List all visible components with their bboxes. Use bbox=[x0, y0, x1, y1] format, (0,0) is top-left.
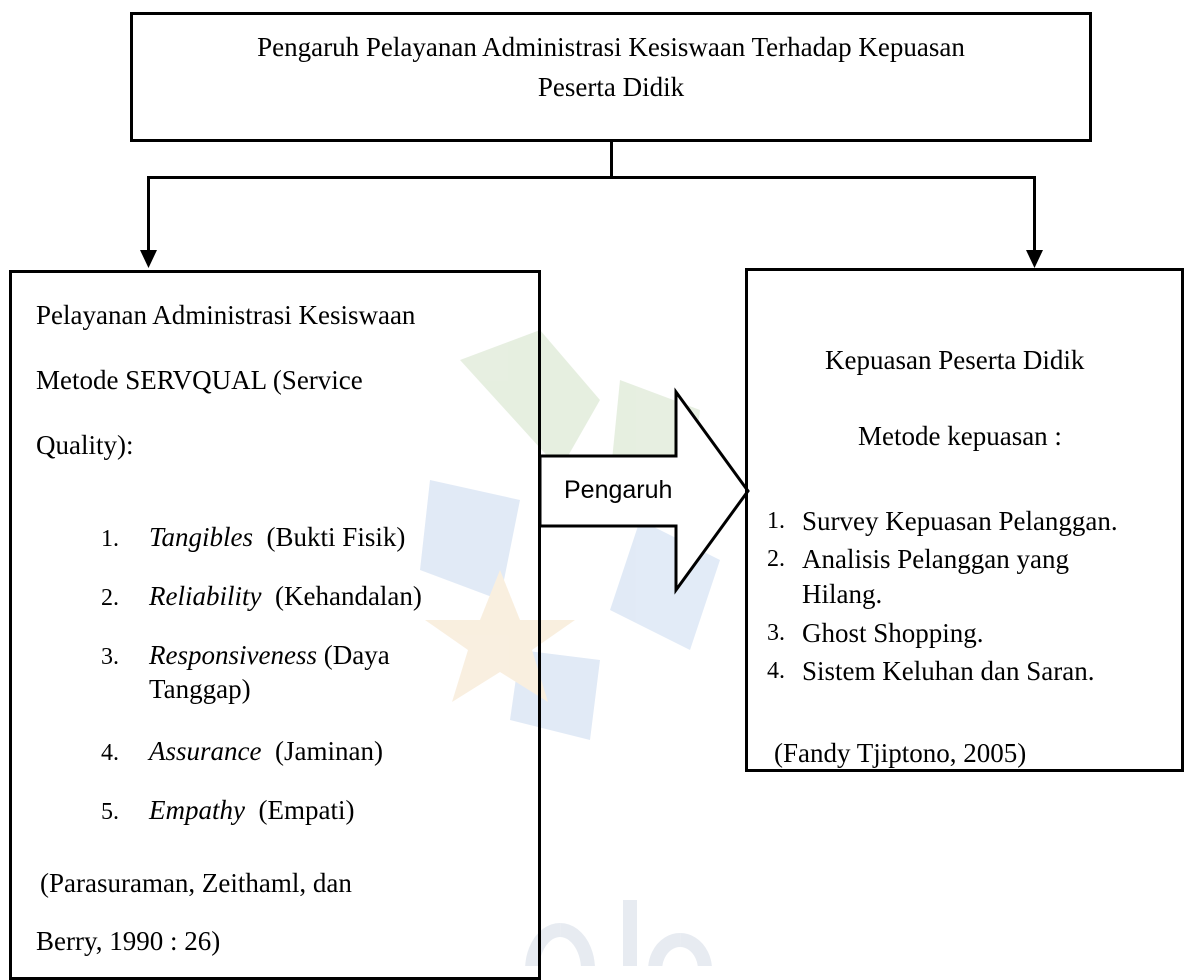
list-item: Assurance (Jaminan) bbox=[149, 736, 383, 767]
list-item: 4. bbox=[101, 736, 119, 768]
list-item: Ghost Shopping. bbox=[802, 618, 984, 648]
list-number: 3. bbox=[101, 644, 119, 670]
list-term: Reliability bbox=[149, 581, 262, 611]
list-number: 2. bbox=[101, 585, 119, 611]
list-number: 2. bbox=[767, 546, 785, 572]
top-title-line1: Pengaruh Pelayanan Administrasi Kesiswaa… bbox=[257, 32, 965, 62]
list-number: 1. bbox=[767, 508, 785, 534]
list-term: Empathy bbox=[149, 795, 245, 825]
list-item: Reliability (Kehandalan) bbox=[149, 581, 422, 612]
left-connector-drop bbox=[147, 176, 150, 254]
list-item: 3. bbox=[101, 640, 119, 672]
top-connector-horizontal bbox=[148, 176, 1036, 179]
right-box-citation: (Fandy Tjiptono, 2005) bbox=[774, 738, 1027, 768]
list-number: 5. bbox=[101, 799, 119, 825]
list-item: Responsiveness (Daya bbox=[149, 640, 390, 671]
list-item: Tangibles (Bukti Fisik) bbox=[149, 522, 405, 553]
list-item: 1. bbox=[101, 522, 119, 554]
right-box-method: Metode kepuasan : bbox=[858, 421, 1062, 451]
list-item-continuation: Hilang. bbox=[802, 579, 883, 609]
list-number: 4. bbox=[767, 658, 785, 684]
list-item-continuation: Tanggap) bbox=[149, 674, 251, 704]
list-number: 1. bbox=[101, 526, 119, 552]
top-title-box bbox=[130, 12, 1092, 142]
right-variable-box bbox=[745, 268, 1184, 772]
list-term: Responsiveness bbox=[149, 640, 317, 670]
left-box-method-line1: Metode SERVQUAL (Service bbox=[36, 365, 363, 395]
list-term: Assurance bbox=[149, 736, 262, 766]
list-item: 2. bbox=[101, 581, 119, 613]
right-connector-drop bbox=[1033, 176, 1036, 254]
list-desc: (Daya bbox=[323, 640, 390, 670]
left-box-citation-line2: Berry, 1990 : 26) bbox=[36, 926, 221, 956]
list-term: Tangibles bbox=[149, 522, 254, 552]
list-desc: (Empati) bbox=[258, 795, 355, 825]
list-desc: (Bukti Fisik) bbox=[266, 522, 406, 552]
left-box-title: Pelayanan Administrasi Kesiswaan bbox=[36, 300, 416, 330]
list-desc: (Jaminan) bbox=[274, 736, 383, 766]
right-box-title: Kepuasan Peserta Didik bbox=[825, 345, 1085, 375]
list-item: Survey Kepuasan Pelanggan. bbox=[802, 506, 1118, 536]
left-box-citation-line1: (Parasuraman, Zeithaml, dan bbox=[40, 868, 352, 898]
top-title-line2: Peserta Didik bbox=[537, 72, 685, 102]
list-item: 5. bbox=[101, 795, 119, 827]
list-item: Analisis Pelanggan yang bbox=[802, 544, 1069, 574]
top-connector-vertical bbox=[610, 140, 613, 178]
left-box-method-line2: Quality): bbox=[36, 430, 134, 460]
list-number: 3. bbox=[767, 620, 785, 646]
list-item: Sistem Keluhan dan Saran. bbox=[802, 656, 1095, 686]
pengaruh-arrow-label: Pengaruh bbox=[564, 476, 673, 504]
list-desc: (Kehandalan) bbox=[274, 581, 422, 611]
list-item: Empathy (Empati) bbox=[149, 795, 354, 826]
list-number: 4. bbox=[101, 740, 119, 766]
